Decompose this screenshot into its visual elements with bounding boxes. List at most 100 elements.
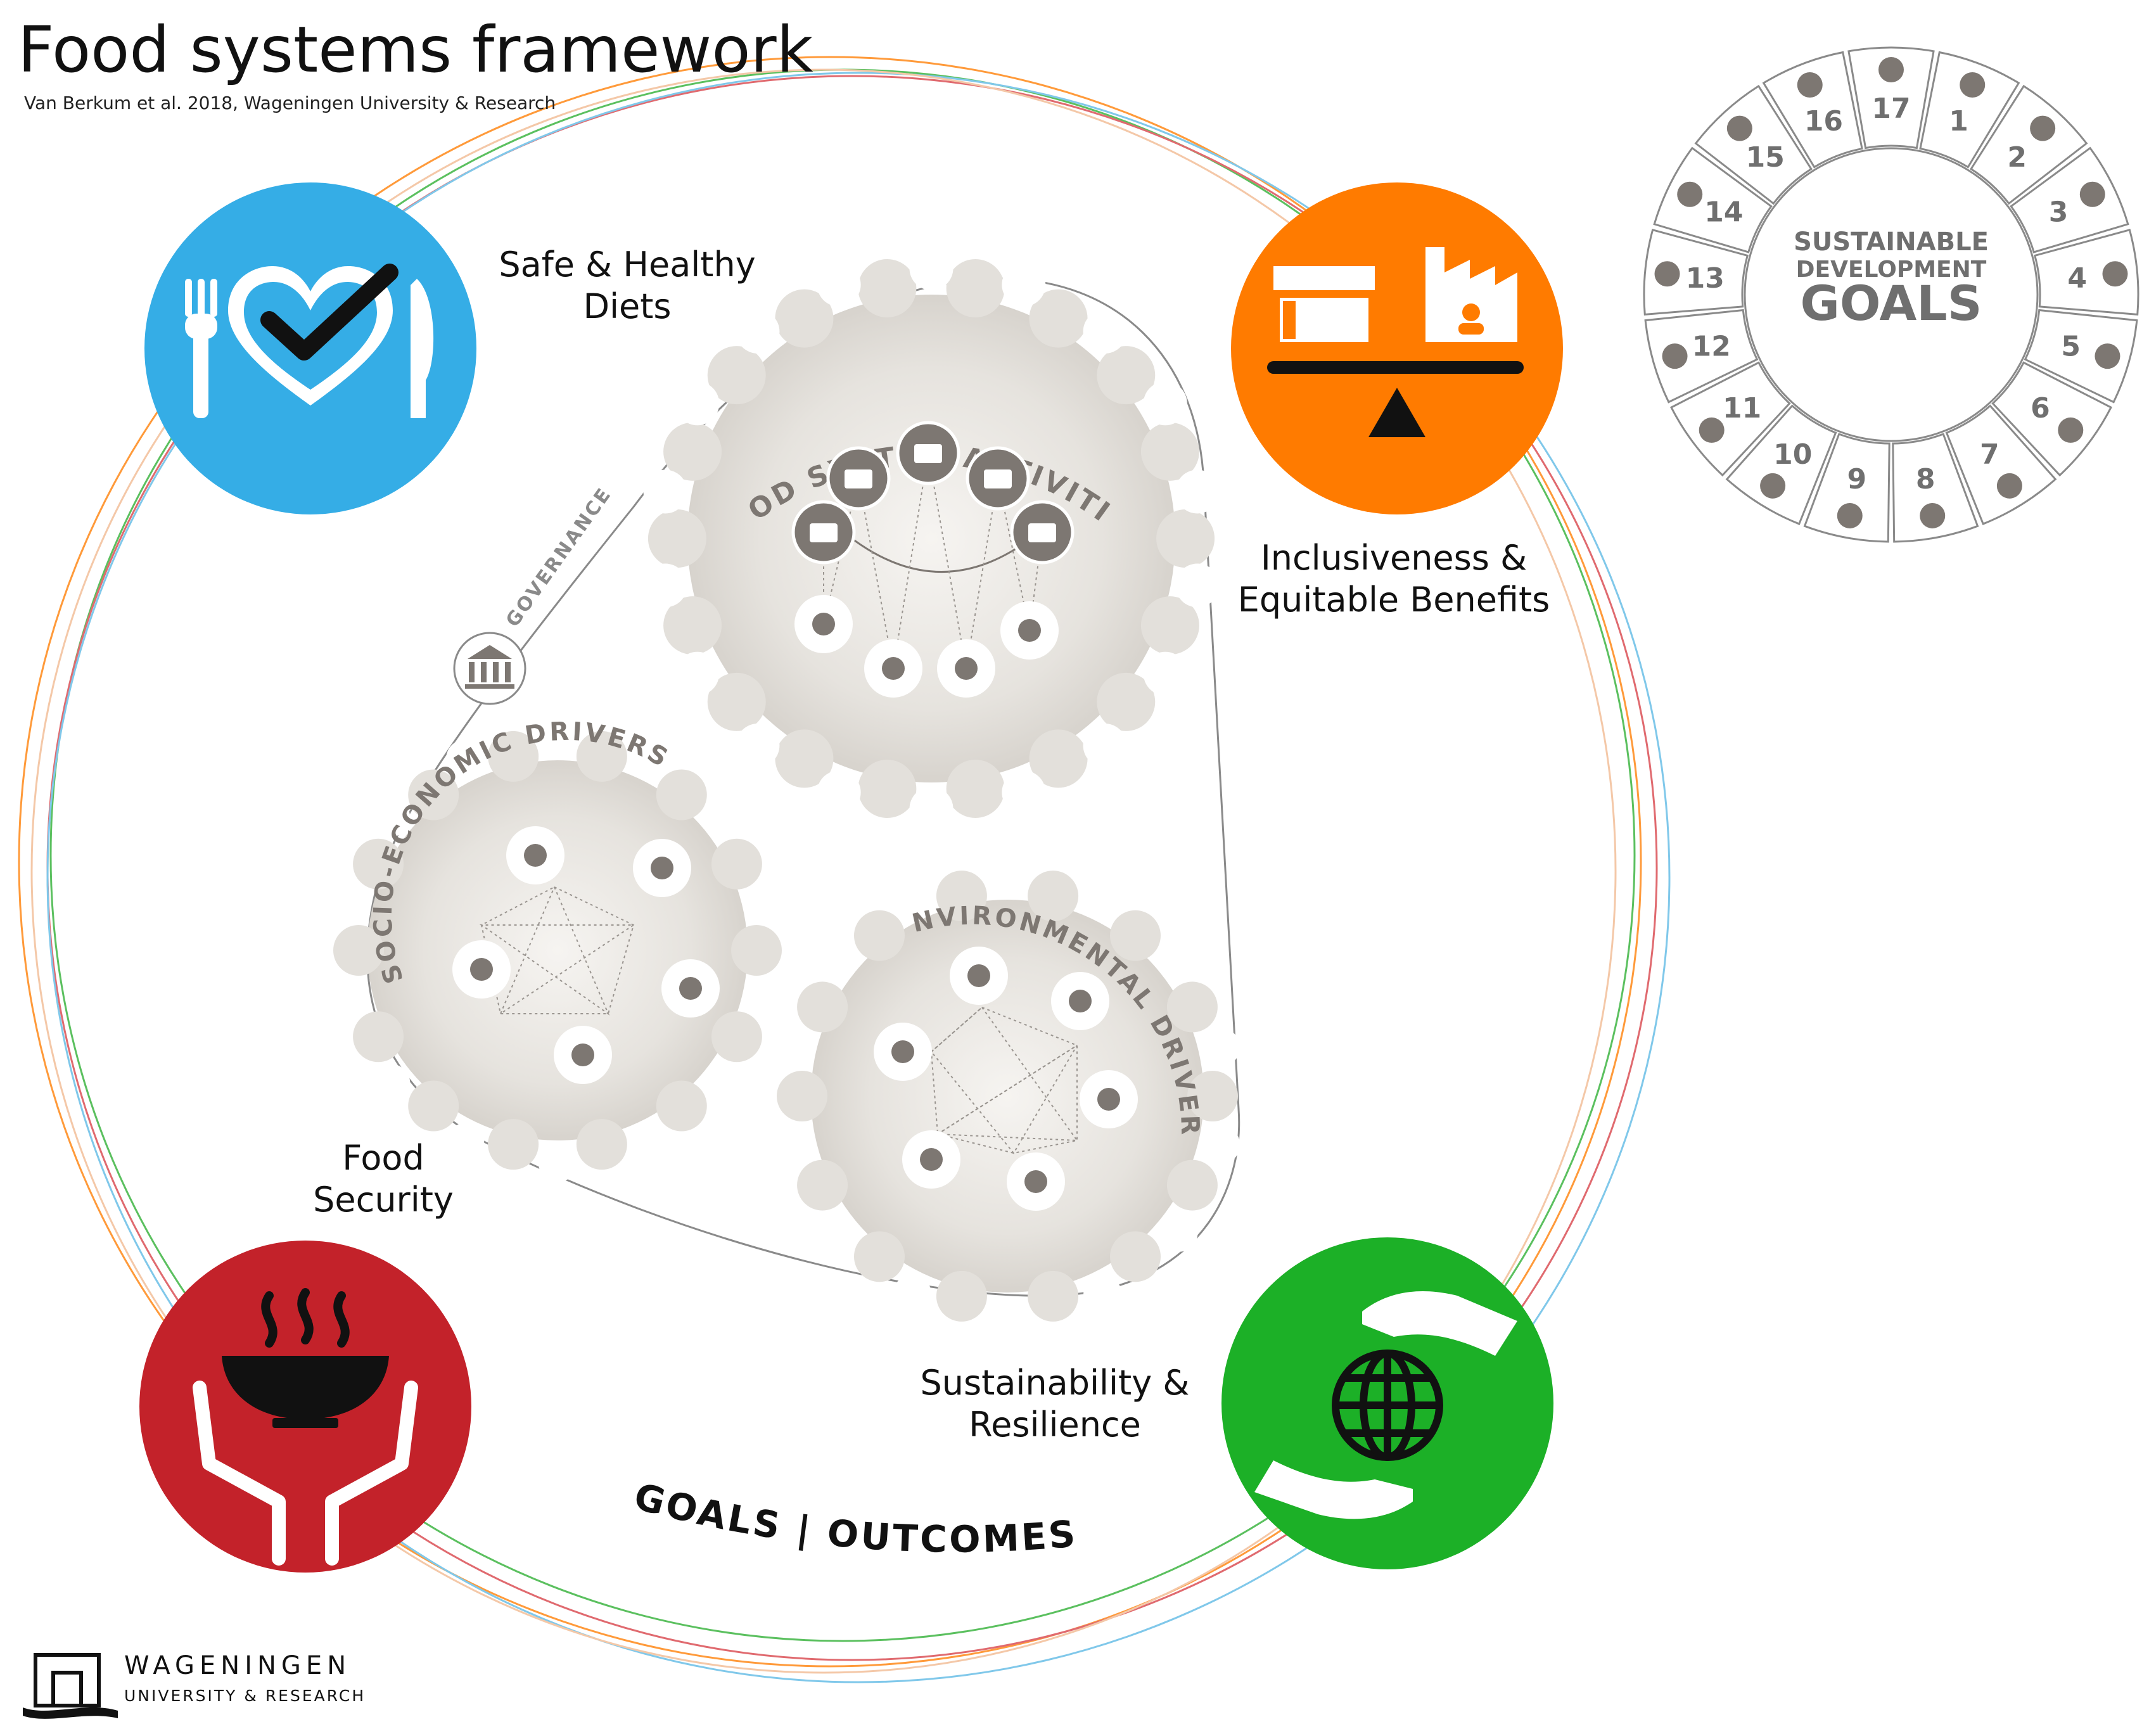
- sdg-number: 3: [2049, 196, 2069, 229]
- sdg-segment: [1643, 228, 1749, 316]
- land-icon: [874, 1023, 932, 1081]
- sdg-segment: [1644, 309, 1759, 404]
- sdg-number: 11: [1723, 392, 1761, 424]
- sdg-segment: [1919, 51, 2020, 169]
- knife-icon: [411, 279, 434, 418]
- network-icon: [794, 595, 853, 653]
- sdg-goal-icon: [1760, 473, 1786, 499]
- sdg-segment: [2033, 228, 2139, 316]
- scale-beam: [1267, 361, 1524, 374]
- sdg-goal-icon: [1837, 502, 1863, 528]
- sdg-segment: [1945, 404, 2057, 525]
- climate-icon: [1051, 972, 1109, 1030]
- sdg-goal-icon: [1726, 115, 1752, 141]
- sdg-goal-icon: [2079, 181, 2105, 207]
- plate-icon: [1010, 500, 1074, 565]
- sdg-goal-icon: [1878, 57, 1904, 82]
- sdg-number: 16: [1804, 105, 1843, 137]
- sustainability-label-line2: Resilience: [969, 1405, 1141, 1445]
- sdg-number: 7: [1980, 438, 1999, 471]
- wur-name: WAGENINGEN: [124, 1651, 352, 1680]
- food-security-label-line2: Security: [313, 1180, 454, 1220]
- sdg-goal-icon: [2095, 343, 2120, 369]
- food-security-goal: [139, 1241, 471, 1573]
- diets-label-line1: Safe & Healthy: [499, 245, 756, 284]
- ring-blue: [46, 72, 1671, 1683]
- warehouse-icon: [826, 446, 891, 511]
- driver-icon-nodes: [452, 421, 1138, 1211]
- outcome-rings: [18, 56, 1671, 1683]
- policy-document-icon: [506, 826, 564, 884]
- sustainability-label-line1: Sustainability &: [920, 1363, 1190, 1403]
- sdg-number: 12: [1692, 331, 1731, 363]
- sdg-number: 15: [1746, 141, 1785, 174]
- sdg-goal-icon: [1920, 502, 1946, 528]
- ring-peach: [30, 68, 1617, 1674]
- diets-goal: [144, 182, 476, 514]
- sdg-segment: [1970, 84, 2088, 205]
- governance-icon: [453, 632, 526, 705]
- sdg-center: [1744, 147, 2039, 442]
- sdg-number: 1: [1949, 105, 1968, 137]
- sdg-number: 17: [1872, 93, 1910, 125]
- market-stall-icon: [1273, 266, 1375, 342]
- sdg-number: 9: [1847, 463, 1866, 495]
- sdg-segment: [1803, 433, 1891, 543]
- sdg-number: 8: [1916, 463, 1935, 495]
- food-security-label-line1: Food: [342, 1138, 424, 1178]
- sdg-number: 4: [2067, 262, 2087, 295]
- inclusiveness-label-line2: Equitable Benefits: [1237, 580, 1550, 620]
- market-icon: [966, 446, 1030, 511]
- factory-icon: [1425, 247, 1517, 342]
- sdg-goal-icon: [2030, 115, 2056, 141]
- sdg-segment: [2024, 309, 2138, 404]
- sdg-goal-icon: [1996, 473, 2022, 499]
- water-drop-icon: [1080, 1070, 1138, 1128]
- sdg-number: 2: [2007, 141, 2027, 174]
- social-network-icon: [452, 940, 511, 999]
- consumer-icon: [1000, 601, 1059, 660]
- sdg-segment: [1725, 404, 1837, 525]
- fork-icon: [185, 279, 217, 418]
- food-security-label: Food Security: [285, 1137, 481, 1221]
- sustainability-label: Sustainability & Resilience: [893, 1362, 1216, 1446]
- wur-logo: WAGENINGEN UNIVERSITY & RESEARCH: [23, 1647, 378, 1723]
- sdg-goal-icon: [1699, 417, 1725, 443]
- check-icon: [937, 639, 995, 698]
- sdg-goal-icon: [1654, 261, 1680, 287]
- diamond-resource-icon: [950, 947, 1008, 1005]
- hands-icon: [193, 1381, 418, 1566]
- check-icon: [260, 264, 399, 361]
- biodiversity-icon: [1007, 1152, 1065, 1211]
- wur-logo-mark: [23, 1653, 118, 1719]
- diets-label: Safe & Healthy Diets: [494, 244, 760, 328]
- fire-energy-icon: [902, 1130, 960, 1189]
- bowl-icon: [222, 1356, 389, 1419]
- scale-fulcrum: [1368, 388, 1425, 437]
- food-system-activities-gear: [643, 246, 1220, 831]
- sdg-segment: [1694, 84, 1813, 205]
- steam-icon: [261, 1288, 350, 1348]
- diets-label-line2: Diets: [583, 286, 672, 326]
- person-icon: [661, 959, 720, 1018]
- sdg-line1: SUSTAINABLE: [1794, 227, 1989, 257]
- sdg-segment: [2010, 146, 2129, 253]
- sdg-number: 13: [1686, 262, 1725, 295]
- sdg-segment: [1991, 361, 2113, 477]
- globe-icon: [1332, 1350, 1443, 1461]
- innovation-icon: [864, 639, 922, 698]
- economy-chart-icon: [633, 839, 691, 897]
- sdg-number: 14: [1704, 196, 1743, 229]
- sdg-goal-icon: [1797, 72, 1823, 98]
- sdg-segment: [1669, 361, 1791, 477]
- sdg-line2: DEVELOPMENT: [1796, 257, 1987, 283]
- sdg-number: 6: [2031, 392, 2050, 424]
- sdg-segment: [1653, 146, 1773, 253]
- hands-icon: [1254, 1291, 1517, 1519]
- governance-label: GOVERNANCE: [502, 483, 616, 632]
- sdg-goal-icon: [2058, 417, 2084, 443]
- sdg-goal-icon: [1960, 72, 1986, 98]
